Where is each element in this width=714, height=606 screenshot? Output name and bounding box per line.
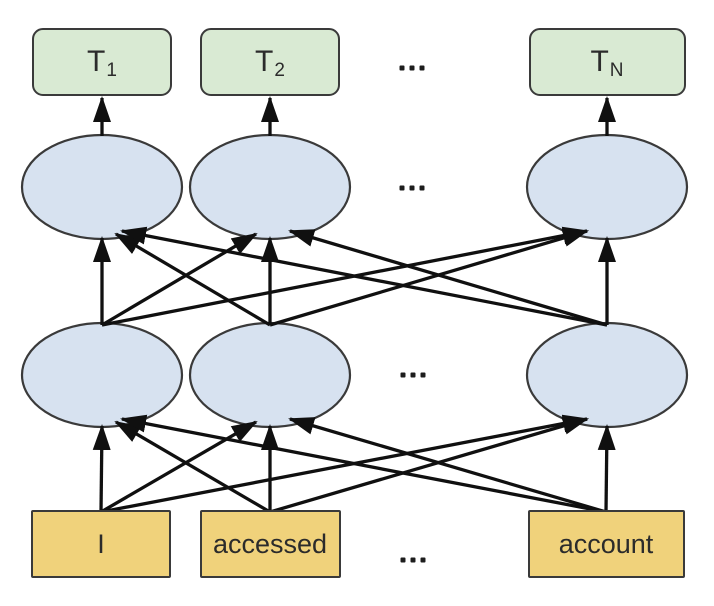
output-token-subscript: 1 bbox=[106, 60, 117, 81]
edge-input-to-hidden bbox=[100, 420, 258, 514]
edge-hidden-to-hidden bbox=[269, 229, 589, 327]
hidden-unit-upper-2 bbox=[188, 133, 352, 241]
edge-input-to-hidden bbox=[100, 414, 589, 514]
edge-hidden-to-hidden bbox=[101, 226, 589, 327]
edge-hidden-to-hidden bbox=[114, 232, 271, 327]
edge-input-to-hidden bbox=[269, 417, 589, 514]
input-token-label: accessed bbox=[212, 528, 328, 559]
input-token-box-i: I bbox=[31, 510, 171, 578]
edge-input-to-hidden bbox=[288, 417, 607, 514]
edge-input-to-hidden bbox=[597, 424, 616, 513]
input-token-box-accessed: accessed bbox=[199, 510, 341, 578]
output-token-label: T bbox=[255, 45, 274, 78]
hidden-unit-lower-3 bbox=[525, 321, 689, 429]
hidden-unit-lower-1 bbox=[20, 321, 184, 429]
output-token-label: T bbox=[87, 45, 106, 78]
input-token-label: I bbox=[97, 528, 105, 559]
edge-hidden-to-hidden bbox=[288, 229, 608, 327]
output-token-label: T bbox=[590, 45, 609, 78]
edge-hidden-to-hidden bbox=[101, 232, 258, 327]
hidden-unit-upper-3 bbox=[525, 133, 689, 241]
ellipsis-dots bbox=[400, 557, 426, 563]
input-token-box-account: account bbox=[527, 510, 685, 578]
ellipsis-dots bbox=[400, 372, 426, 378]
edge-input-to-hidden bbox=[114, 420, 271, 514]
edge-input-to-hidden bbox=[92, 424, 111, 513]
ellipsis-dots bbox=[399, 65, 425, 71]
edge-hidden-to-hidden bbox=[120, 226, 608, 327]
ellipsis-dots bbox=[399, 185, 425, 191]
hidden-unit-upper-1 bbox=[20, 133, 184, 241]
output-token-subscript: N bbox=[609, 60, 624, 81]
output-token-subscript: 2 bbox=[274, 60, 285, 81]
hidden-unit-lower-2 bbox=[188, 321, 352, 429]
edge-input-to-hidden bbox=[120, 414, 607, 514]
input-token-label: account bbox=[558, 528, 654, 559]
